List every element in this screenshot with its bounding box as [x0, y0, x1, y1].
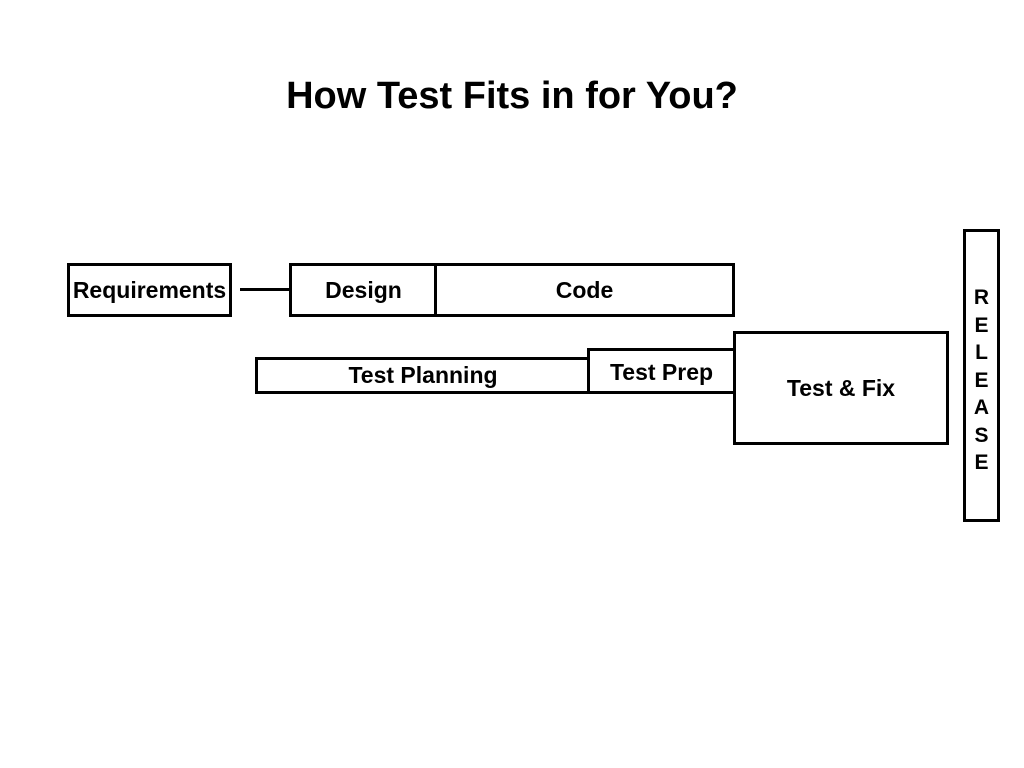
design-label: Design — [325, 276, 402, 303]
release-letter: E — [974, 368, 989, 392]
test-planning-label: Test Planning — [348, 362, 498, 388]
test-planning-box: Test Planning — [255, 357, 591, 394]
code-box: Code — [434, 263, 735, 317]
test-fix-label: Test & Fix — [786, 374, 896, 401]
release-letter: L — [975, 341, 988, 364]
diagram-title: How Test Fits in for You? — [286, 75, 738, 117]
release-letter: S — [974, 423, 989, 447]
requirements-box: Requirements — [67, 263, 232, 317]
release-letter: A — [973, 396, 990, 419]
release-letter: E — [974, 451, 989, 474]
release-letter: R — [973, 286, 990, 309]
requirements-label: Requirements — [72, 276, 227, 303]
code-label: Code — [555, 276, 614, 303]
test-prep-label: Test Prep — [609, 359, 714, 385]
release-letter: E — [974, 313, 989, 337]
requirements-design-connector — [240, 288, 290, 291]
test-prep-box: Test Prep — [587, 348, 736, 394]
design-box: Design — [289, 263, 438, 317]
test-fix-box: Test & Fix — [733, 331, 949, 445]
